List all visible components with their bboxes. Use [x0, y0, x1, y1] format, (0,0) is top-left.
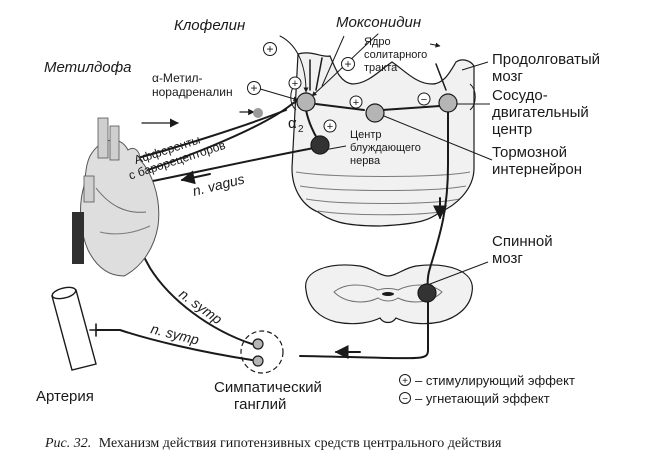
nucleus-neuron: [296, 92, 316, 112]
svg-text:α: α: [288, 115, 297, 132]
sign-plus-methylnoradrenaline: +: [247, 81, 261, 95]
artery-illustration: [51, 286, 97, 371]
methylnoradrenaline-dot: [253, 108, 263, 118]
sign-plus-clonidine: +: [263, 42, 277, 56]
label-medulla-1: Продолговатый: [492, 51, 600, 68]
svg-text:2: 2: [298, 124, 304, 135]
svg-text:−: −: [402, 394, 408, 405]
label-moxonidine: Моксонидин: [336, 14, 421, 31]
svg-text:−: −: [421, 94, 427, 106]
label-methylnoradrenaline-2: норадреналин: [152, 85, 233, 99]
label-vasomotor-3: центр: [492, 121, 532, 138]
svg-text:+: +: [292, 78, 298, 90]
label-ganglion-2: ганглий: [234, 396, 286, 413]
label-artery: Артерия: [36, 388, 94, 405]
label-vagus-center-1: Центр: [350, 129, 382, 141]
label-interneuron-2: интернейрон: [492, 161, 582, 178]
legend-minus-icon: −: [399, 392, 411, 405]
legend-plus-icon: +: [399, 374, 411, 387]
svg-text:+: +: [402, 376, 408, 387]
label-spinal-1: Спинной: [492, 233, 553, 250]
caption-text: Механизм действия гипотензивных средств …: [99, 436, 502, 451]
sign-plus-moxonidine: +: [341, 57, 355, 71]
label-n-vagus: n. vagus: [191, 171, 246, 199]
svg-text:+: +: [266, 42, 273, 56]
label-clonidine: Клофелин: [174, 17, 245, 34]
vasomotor-neuron: [438, 93, 458, 113]
sign-plus-nucleus: +: [288, 76, 302, 90]
label-vagus-center-3: нерва: [350, 155, 381, 167]
ganglion-boundary: [240, 330, 284, 374]
central-canal: [382, 292, 394, 296]
label-vagus-center-2: блуждающего: [350, 142, 421, 154]
caption-label: Рис. 32.: [44, 436, 91, 451]
label-methyldopa: Метилдофа: [44, 59, 131, 76]
label-alpha2: α 2: [288, 115, 304, 135]
label-medulla-2: мозг: [492, 68, 523, 85]
label-n-symp-lower: n. symp: [149, 320, 201, 347]
label-spinal-2: мозг: [492, 250, 523, 267]
svg-text:+: +: [250, 81, 257, 95]
svg-text:+: +: [327, 121, 333, 133]
label-nucleus-3: тракта: [364, 62, 398, 74]
legend-stimulating: – стимулирующий эффект: [415, 373, 575, 388]
heart-illustration: [72, 117, 160, 277]
inhibitory-interneuron: [365, 103, 385, 123]
ganglion-cell-upper: [252, 338, 264, 350]
label-methylnoradrenaline-1: α-Метил-: [152, 71, 203, 85]
label-nucleus-1: Ядро: [364, 36, 391, 48]
sign-plus-vagus-center: +: [323, 119, 337, 133]
sign-plus-interneuron: +: [349, 95, 363, 109]
vagus-center-neuron: [310, 135, 330, 155]
ganglion-cell-lower: [252, 355, 264, 367]
svg-text:+: +: [344, 57, 351, 71]
figure-caption: Рис. 32. Механизм действия гипотензивных…: [44, 436, 502, 451]
svg-text:+: +: [353, 97, 359, 109]
sign-minus-vasomotor: −: [417, 92, 431, 106]
spinal-neuron: [417, 283, 437, 303]
label-interneuron-1: Тормозной: [492, 144, 567, 161]
legend: + – стимулирующий эффект − – угнетающий …: [399, 373, 575, 406]
label-vasomotor-1: Сосудо-: [492, 87, 548, 104]
label-vasomotor-2: двигательный: [492, 104, 589, 121]
label-nucleus-2: солитарного: [364, 49, 427, 61]
legend-inhibiting: – угнетающий эффект: [415, 391, 550, 406]
label-ganglion-1: Симпатический: [214, 379, 322, 396]
aorta-dark: [72, 212, 84, 264]
